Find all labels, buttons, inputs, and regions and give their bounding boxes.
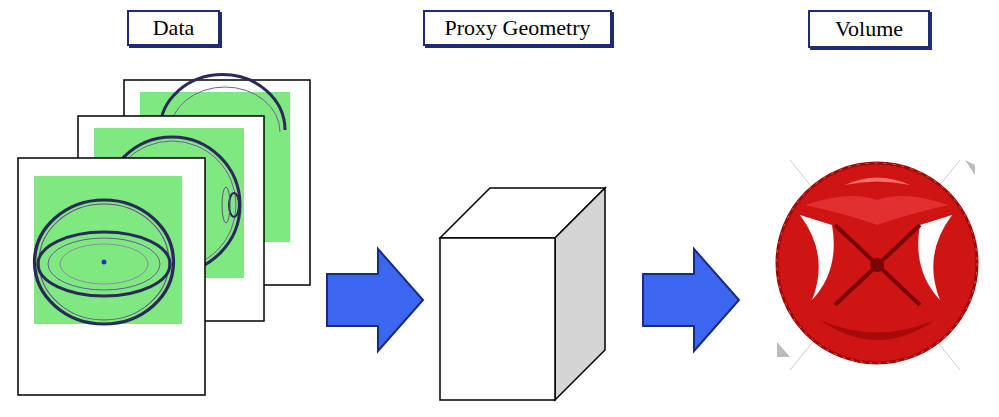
stage-label: Data (153, 15, 195, 41)
data-slice (18, 158, 205, 395)
volume-render (777, 160, 977, 370)
stage-box: Proxy Geometry (423, 10, 612, 46)
stage-box: Volume (808, 10, 930, 48)
flow-arrow (643, 249, 739, 351)
stage-label: Volume (835, 16, 903, 42)
flow-arrow (327, 249, 423, 351)
stage-box: Data (127, 10, 220, 46)
proxy-cube (440, 188, 605, 400)
stage-label: Proxy Geometry (444, 15, 590, 41)
